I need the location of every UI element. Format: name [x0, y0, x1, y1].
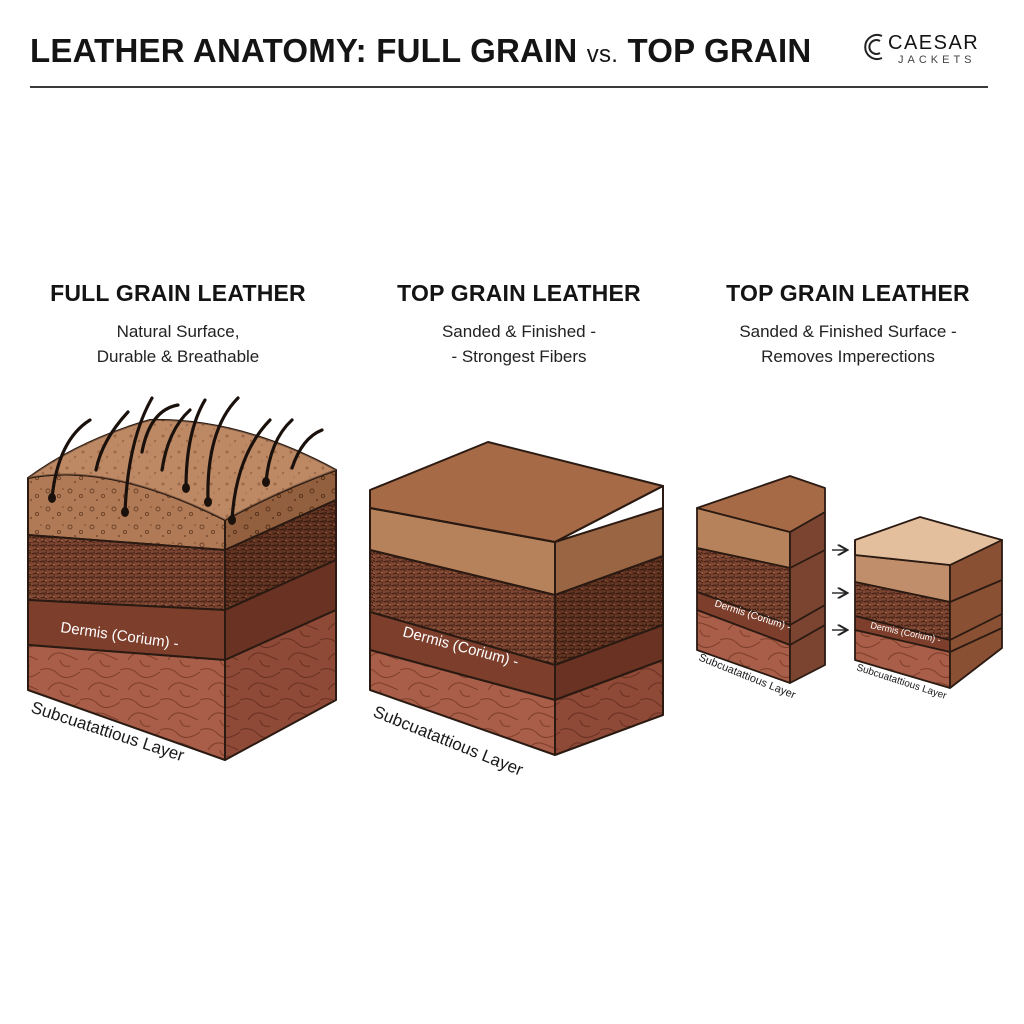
panel-description: Sanded & Finished - - Strongest Fibers: [369, 319, 669, 369]
panel-top-grain-header: TOP GRAIN LEATHER Sanded & Finished - - …: [369, 280, 669, 369]
panel-full-grain-header: FULL GRAIN LEATHER Natural Surface, Dura…: [28, 280, 328, 369]
subcutaneous-layer-side: [224, 609, 337, 761]
subcutaneous-layer-side: [554, 659, 664, 756]
title-part-1: LEATHER ANATOMY: FULL GRAIN: [30, 32, 587, 69]
top-grain-small-block-b: [854, 516, 1003, 689]
title-vs: vs.: [586, 41, 619, 68]
hair-follicles-icon: [50, 396, 324, 522]
desc-line: - Strongest Fibers: [451, 347, 587, 366]
logo-name: CAESAR: [888, 32, 980, 54]
logo-c-mark-icon: [864, 34, 883, 60]
panel-top-grain-sanded-header: TOP GRAIN LEATHER Sanded & Finished Surf…: [698, 280, 998, 369]
header-divider: [30, 86, 988, 88]
top-grain-small-block-a: [696, 475, 826, 684]
finished-surface-top: [696, 475, 826, 533]
full-grain-block: [27, 418, 337, 761]
desc-line: Durable & Breathable: [96, 347, 260, 366]
side-face: [789, 511, 826, 684]
panel-description: Sanded & Finished Surface - Removes Impe…: [698, 319, 998, 369]
top-grain-block: [369, 441, 664, 756]
desc-line: Removes Imperections: [761, 347, 935, 366]
panel-description: Natural Surface, Durable & Breathable: [28, 319, 328, 369]
panel-title: TOP GRAIN LEATHER: [397, 280, 641, 306]
header: LEATHER ANATOMY: FULL GRAIN vs. TOP GRAI…: [30, 30, 990, 70]
panel-title: TOP GRAIN LEATHER: [726, 280, 970, 306]
arrow-icons: [832, 550, 846, 630]
page-title: LEATHER ANATOMY: FULL GRAIN vs. TOP GRAI…: [30, 32, 811, 70]
desc-line: Sanded & Finished -: [441, 322, 597, 341]
brand-logo: CAESAR JACKETS: [860, 30, 990, 70]
title-part-2: TOP GRAIN: [618, 32, 812, 69]
logo-subtitle: JACKETS: [898, 54, 976, 66]
panel-title: FULL GRAIN LEATHER: [50, 280, 306, 306]
follicle-bulbs: [48, 477, 270, 525]
desc-line: Natural Surface,: [116, 322, 240, 341]
desc-line: Sanded & Finished Surface -: [739, 322, 957, 341]
